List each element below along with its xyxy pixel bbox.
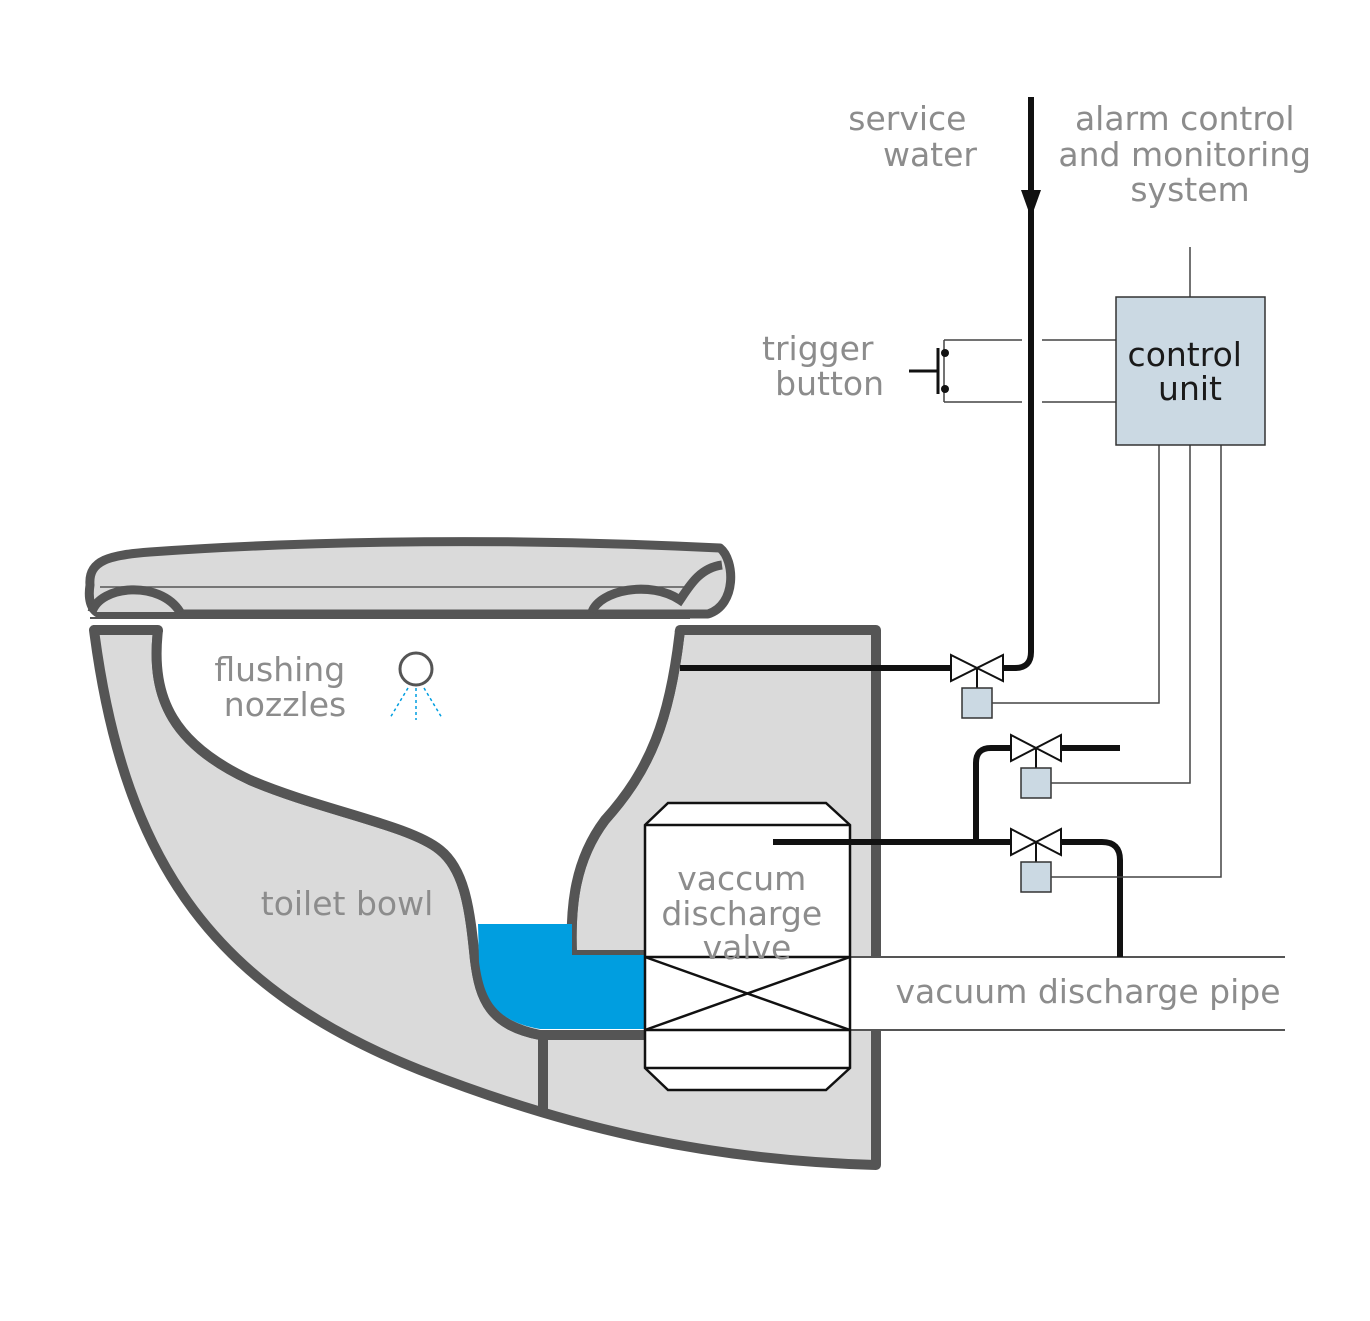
bowl-inner-outline: [151, 629, 645, 1040]
alarm-system-label: alarm control and monitoring system: [1058, 99, 1321, 209]
valve-icon: [950, 653, 1004, 719]
seat-lid: [84, 537, 736, 619]
discharge-valve-label: vaccum discharge valve: [661, 859, 832, 967]
bowl-front-wall-outline: [566, 629, 685, 960]
seat-ring-right: [587, 560, 723, 615]
vacuum-control-pipes: [773, 745, 1123, 957]
control-unit-box: [1115, 296, 1266, 446]
trigger-button-label: trigger button: [762, 329, 884, 403]
service-water-pipe: [680, 97, 1041, 671]
discharge-pipe-label: vacuum discharge pipe: [895, 972, 1280, 1011]
valve-icon: [1010, 733, 1062, 799]
push-button-switch-icon: [909, 340, 949, 402]
service-water-label: service water: [848, 99, 977, 174]
flow-arrow-icon: [1021, 190, 1041, 218]
flushing-nozzle-icon: [389, 651, 443, 720]
discharge-pipe: [850, 956, 1285, 1031]
vacuum-discharge-valve: [643, 801, 852, 1092]
water-pool: [478, 924, 645, 1029]
toilet-bowl-label: toilet bowl: [261, 884, 434, 923]
valve-icon: [1010, 827, 1062, 893]
control-wiring: [944, 247, 1222, 878]
flushing-nozzles-label: flushing nozzles: [214, 650, 355, 724]
seat-ring-left: [87, 585, 184, 615]
control-unit-label: control unit: [1128, 335, 1253, 408]
toilet-seat: [84, 537, 736, 619]
